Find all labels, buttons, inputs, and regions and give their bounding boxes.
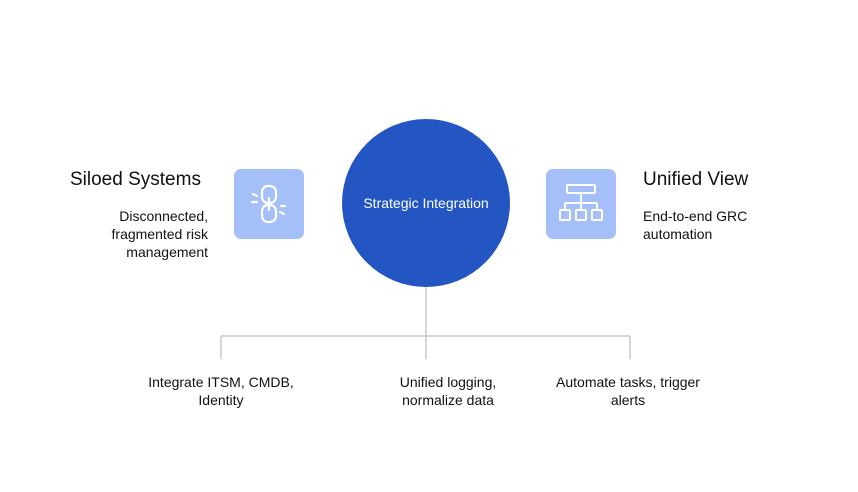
branch-label-integrate: Integrate ITSM, CMDB, Identity (148, 374, 294, 408)
unified-view-title: Unified View (643, 169, 749, 190)
unified-view-icon-box (546, 169, 616, 239)
branch-label-logging: Unified logging, normalize data (399, 374, 497, 408)
strategic-integration-circle: Strategic Integration (342, 119, 510, 287)
siloed-systems-title: Siloed Systems (70, 169, 201, 190)
chain-link-broken-icon (250, 184, 287, 224)
unified-view-description: End-to-end GRC automation (643, 208, 748, 242)
siloed-systems-description: Disconnected, fragmented risk management (111, 208, 208, 260)
hierarchy-tree-icon (559, 184, 603, 221)
siloed-systems-icon-box (234, 169, 304, 239)
strategic-integration-label: Strategic Integration (363, 195, 489, 211)
branch-label-automate: Automate tasks, trigger alerts (556, 374, 700, 408)
